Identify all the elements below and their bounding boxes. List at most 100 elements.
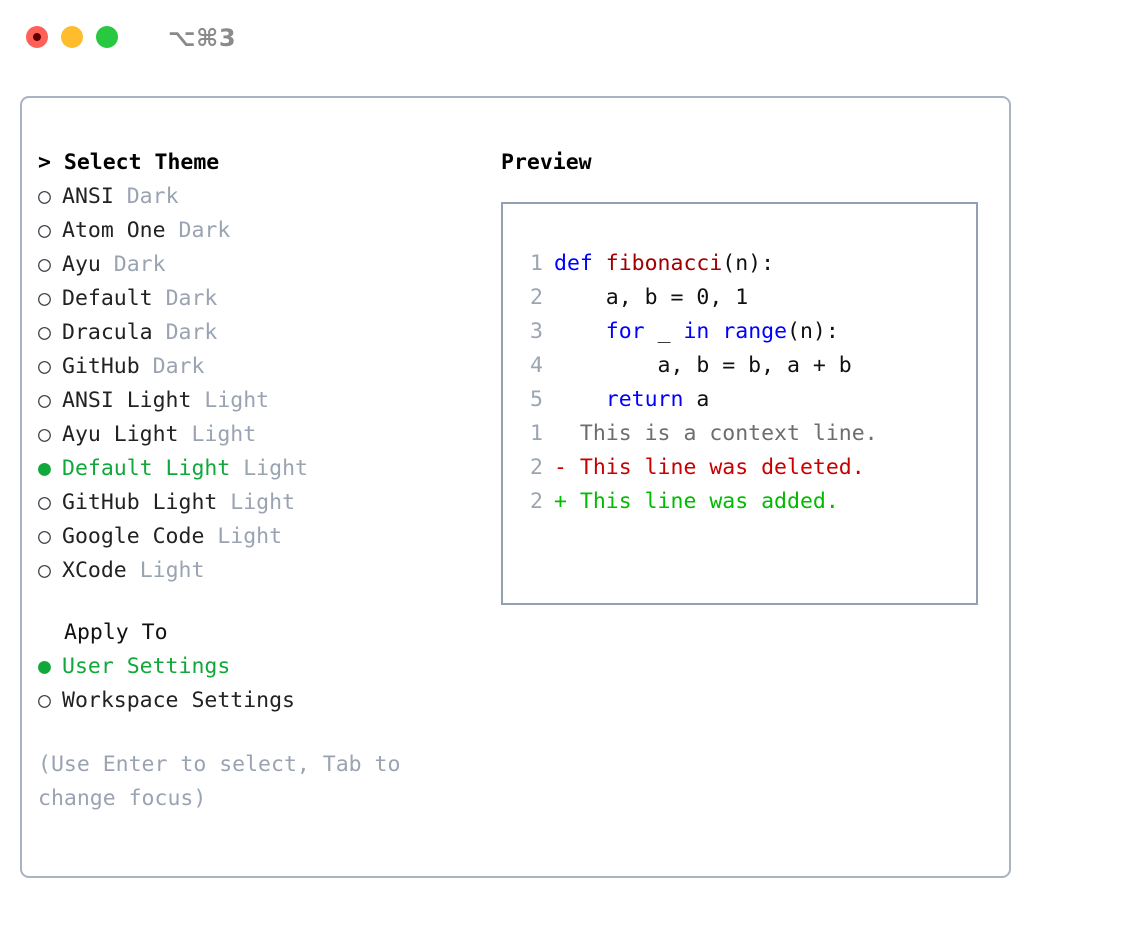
theme-list-item[interactable]: ○ XCode Light <box>38 554 468 588</box>
theme-list-item[interactable]: ○ Ayu Light Light <box>38 418 468 452</box>
apply-to-label: Workspace Settings <box>62 688 295 713</box>
diff-sign: - <box>554 455 580 480</box>
theme-category: Dark <box>165 320 218 345</box>
minimize-button[interactable] <box>61 26 83 48</box>
code-line: 5 return a <box>517 383 852 417</box>
diff-line: 2- This line was deleted. <box>517 451 878 485</box>
radio-unselected-icon[interactable]: ○ <box>38 354 51 379</box>
code-token: (n): <box>722 251 775 276</box>
theme-list-item[interactable]: ○ANSI Light Light <box>38 384 468 418</box>
apply-to-item[interactable]: ● User Settings <box>38 650 468 684</box>
spacer <box>179 422 192 447</box>
spacer <box>114 184 127 209</box>
radio-unselected-icon[interactable]: ○ <box>38 688 51 713</box>
apply-to-header: Apply To <box>64 620 168 645</box>
spacer <box>101 252 114 277</box>
line-number: 1 <box>530 251 543 276</box>
keyboard-shortcut-label: ⌥⌘3 <box>168 24 237 52</box>
theme-list-item[interactable]: ○ Dracula Dark <box>38 316 468 350</box>
theme-name: ANSI <box>62 184 114 209</box>
close-button[interactable] <box>26 26 48 48</box>
theme-name: Ayu Light <box>62 422 179 447</box>
radio-unselected-icon[interactable]: ○ <box>38 388 51 413</box>
theme-name: Default Light <box>62 456 231 481</box>
theme-list-item[interactable]: ○ ANSI Dark <box>38 180 468 214</box>
theme-list-item[interactable]: ○Atom One Dark <box>38 214 468 248</box>
keyboard-hint: (Use Enter to select, Tab to change focu… <box>38 752 414 811</box>
spacer <box>217 490 230 515</box>
theme-category: Light <box>243 456 308 481</box>
spacer <box>127 558 140 583</box>
zoom-button[interactable] <box>96 26 118 48</box>
theme-picker-header-label: Select Theme <box>63 150 220 175</box>
diff-sign: + <box>554 489 580 514</box>
code-token: a, b = b, a + b <box>554 353 852 378</box>
theme-list-item[interactable]: ○ GitHub Dark <box>38 350 468 384</box>
theme-name: ANSI Light <box>62 388 192 413</box>
diff-sign <box>554 421 580 446</box>
diff-text: This line was added. <box>579 489 839 514</box>
radio-unselected-icon[interactable]: ○ <box>38 422 51 447</box>
apply-to-section: Apply To ● User Settings ○ Workspace Settin… <box>38 616 468 718</box>
radio-unselected-icon[interactable]: ○ <box>38 286 51 311</box>
line-number: 4 <box>530 353 543 378</box>
code-token: fibonacci <box>605 251 723 276</box>
theme-category: Light <box>139 558 205 583</box>
line-number: 5 <box>530 387 543 412</box>
code-token: in <box>683 319 723 344</box>
apply-to-label: User Settings <box>62 654 231 679</box>
spacer <box>191 388 204 413</box>
theme-picker-column: > Select Theme ○ANSI Dark○Atom One Dark○… <box>38 146 468 816</box>
radio-unselected-icon[interactable]: ○ <box>38 218 51 243</box>
radio-unselected-icon[interactable]: ○ <box>38 490 51 515</box>
diff-line-number: 2 <box>530 489 543 514</box>
radio-unselected-icon[interactable]: ○ <box>38 524 51 549</box>
theme-name: Dracula <box>62 320 153 345</box>
theme-list-item[interactable]: ○ Ayu Dark <box>38 248 468 282</box>
radio-selected-icon[interactable]: ● <box>38 456 51 481</box>
spacer <box>153 286 166 311</box>
radio-unselected-icon[interactable]: ○ <box>38 252 51 277</box>
theme-name: Google Code <box>62 524 205 549</box>
code-token: def <box>554 251 606 276</box>
theme-name: GitHub Light <box>62 490 218 515</box>
code-token <box>554 319 606 344</box>
theme-category: Dark <box>113 252 166 277</box>
radio-selected-icon[interactable]: ● <box>38 654 51 679</box>
code-token: range <box>722 319 788 344</box>
theme-list-item[interactable]: ○Google Code Light <box>38 520 468 554</box>
theme-name: GitHub <box>62 354 140 379</box>
code-token: a <box>683 387 710 412</box>
theme-list-item[interactable]: ● Default Light Light <box>38 452 468 486</box>
radio-unselected-icon[interactable]: ○ <box>38 320 51 345</box>
title-bar: ⌥⌘3 <box>0 0 1140 78</box>
theme-category: Dark <box>126 184 179 209</box>
theme-list-item[interactable]: ○Default Dark <box>38 282 468 316</box>
spacer <box>153 320 166 345</box>
theme-list: ○ANSI Dark○Atom One Dark○Ayu Dark○Defaul… <box>38 180 468 588</box>
code-token: a, b = 0, 1 <box>554 285 749 310</box>
theme-name: Ayu <box>62 252 101 277</box>
theme-list-item[interactable]: ○GitHub Light Light <box>38 486 468 520</box>
theme-name: XCode <box>62 558 127 583</box>
code-line: 1 def fibonacci(n): <box>517 247 852 281</box>
radio-unselected-icon[interactable]: ○ <box>38 184 51 209</box>
theme-category: Dark <box>178 218 231 243</box>
code-line: 3 for _ in range(n): <box>517 315 852 349</box>
code-token: return <box>605 387 684 412</box>
radio-unselected-icon[interactable]: ○ <box>38 558 51 583</box>
apply-to-item[interactable]: ○ Workspace Settings <box>38 684 468 718</box>
diff-text: This is a context line. <box>579 421 878 446</box>
traffic-light-group <box>26 26 118 48</box>
code-token: (n): <box>787 319 839 344</box>
theme-category: Dark <box>152 354 205 379</box>
theme-category: Light <box>191 422 257 447</box>
spacer <box>230 456 243 481</box>
diff-text: This line was deleted. <box>579 455 865 480</box>
preview-title: Preview <box>501 150 592 175</box>
theme-picker-header: > Select Theme <box>38 146 468 180</box>
theme-name: Default <box>62 286 153 311</box>
